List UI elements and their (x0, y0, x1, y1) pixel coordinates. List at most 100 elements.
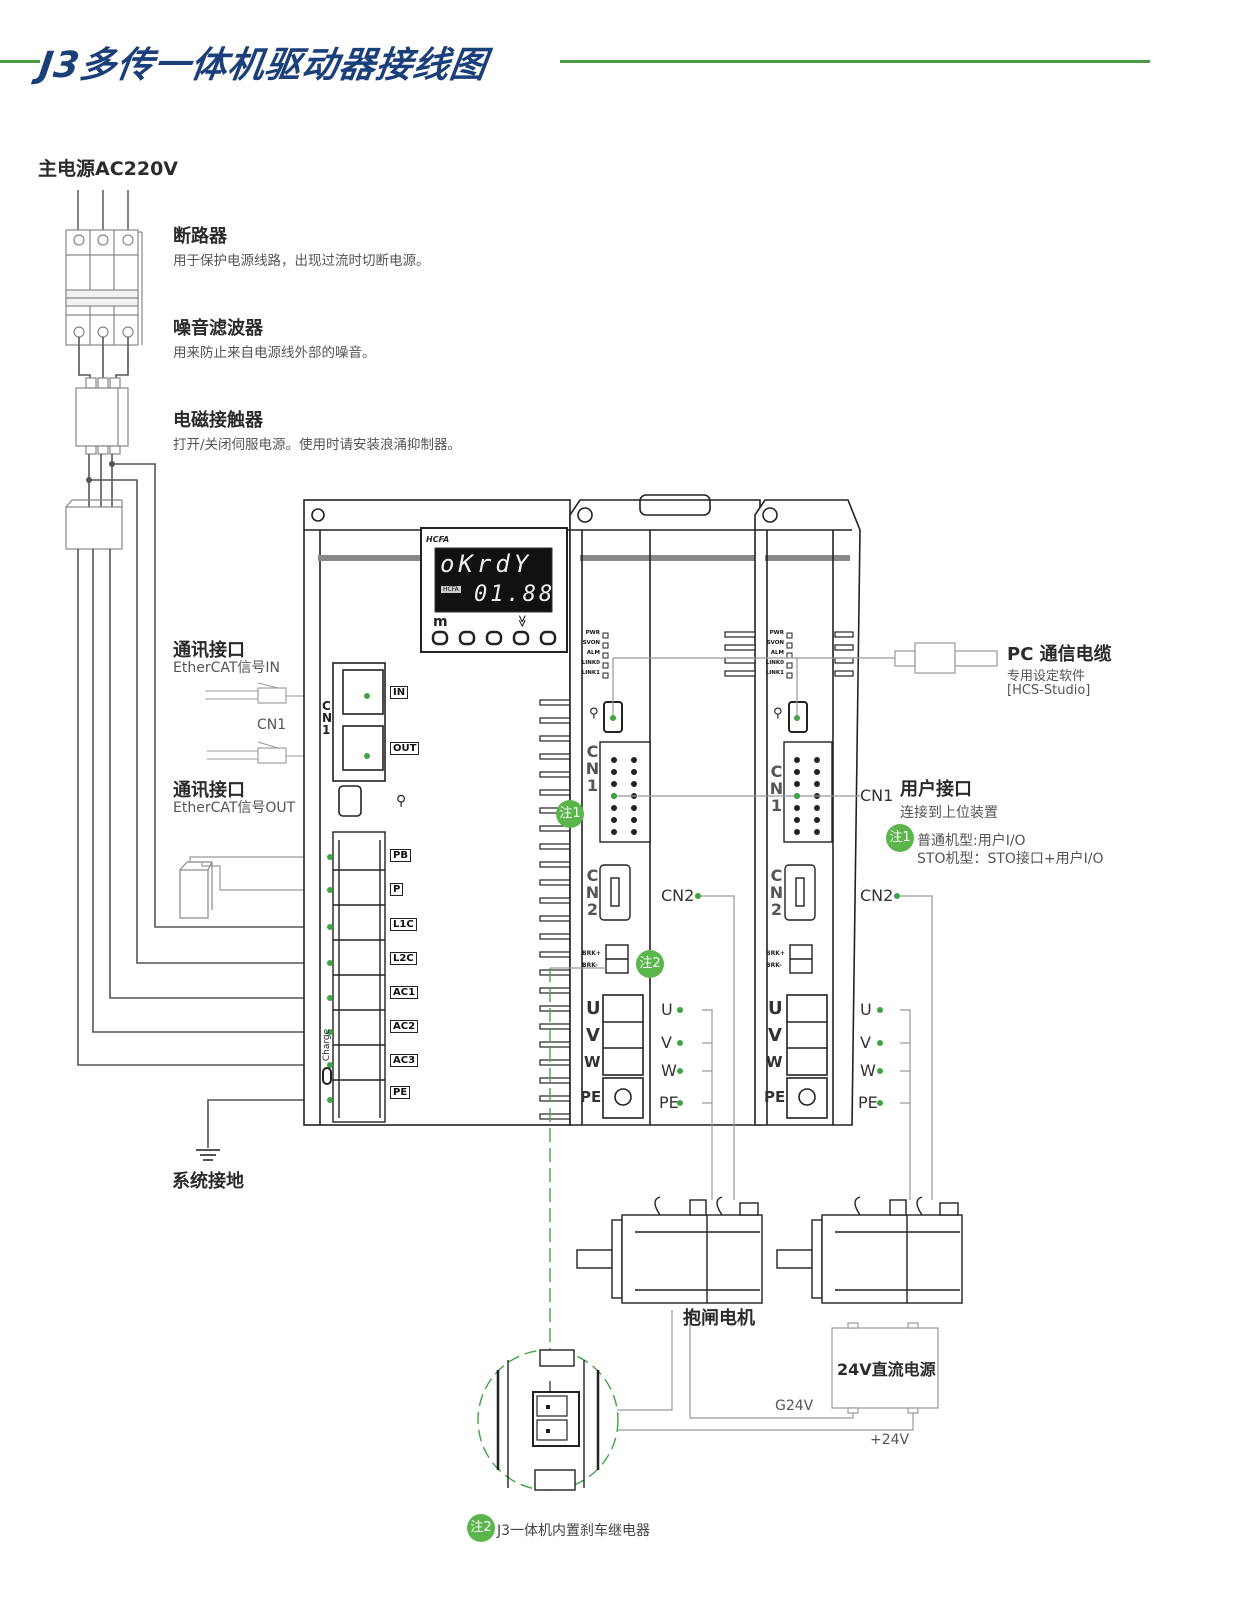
axis1-cn2-label: CN2 (583, 866, 602, 917)
cn1-io-connectors (599, 741, 833, 843)
axis2-cn1-label: CN1 (767, 762, 786, 813)
main-usb-icon: ⚲ (396, 793, 407, 809)
axis2-u-callout: U (860, 1000, 872, 1019)
axis1-cn1-text: CN1 (583, 742, 602, 793)
key-2-button[interactable] (460, 632, 474, 644)
footnote-text: J3一体机内置刹车继电器 (497, 1523, 651, 1539)
axis1-usb-icon: ⚲ (589, 706, 599, 721)
brand-logo: HCFA (426, 535, 450, 544)
axis2-w-callout: W (860, 1061, 876, 1080)
terminal-l2c: L2C (390, 952, 417, 965)
axis1-pe-callout: PE (659, 1093, 679, 1112)
noise-filter-title: 噪音滤波器 (173, 318, 263, 339)
led-alm-2: ALM (770, 650, 784, 656)
axis2-pe-term: PE (764, 1088, 786, 1106)
port-out-label: OUT (390, 742, 420, 755)
axis2-w-term: W (766, 1053, 783, 1071)
cn1-side-label: CN1 (322, 699, 333, 737)
key-down-button[interactable] (514, 632, 528, 644)
cn1-in-point (364, 693, 370, 699)
terminal-pb: PB (390, 849, 411, 862)
note2-badge-driver: 注2 (636, 950, 664, 978)
regen-resistor (179, 861, 213, 919)
axis2-cn2-text: CN2 (767, 866, 786, 917)
comm-cn1-label: CN1 (257, 717, 287, 733)
axis2-brk-minus: BRK- (766, 962, 782, 969)
note1-badge-driver: 注1 (556, 800, 584, 828)
cn1-out-point (364, 753, 370, 759)
axis1-v-term: V (586, 1025, 600, 1046)
terminal-ac3: AC3 (390, 1054, 419, 1067)
axis2-led-labels: PWR SVON ALM LINK0 LINK1 (756, 630, 784, 677)
axis1-u-callout: U (661, 1000, 673, 1019)
axis1-u-term: U (586, 998, 601, 1019)
axis2-cn2-callout: CN2 (860, 886, 894, 905)
user-io-note-line1: 普通机型:用户I/O (917, 833, 1026, 849)
uvw-blocks (602, 994, 828, 1119)
ground-symbol (196, 1149, 220, 1161)
footnote-badge: 注2 (467, 1514, 495, 1542)
p24v-label: +24V (870, 1432, 910, 1448)
brake-motor-label: 抱闸电机 (683, 1308, 755, 1329)
g24v-label: G24V (775, 1398, 814, 1414)
down-key-icon: ≫ (515, 614, 530, 628)
dc-supply-box (831, 1322, 939, 1414)
comm-out-title: 通讯接口 (173, 780, 245, 801)
dc-supply-label: 24V直流电源 (837, 1360, 936, 1379)
axis2-usb-icon: ⚲ (773, 706, 783, 721)
terminal-ac1: AC1 (390, 986, 419, 999)
axis2-cn1-text: CN1 (767, 762, 786, 813)
pc-cable-title: PC 通信电缆 (1007, 644, 1112, 665)
servo-motor-1 (576, 1196, 763, 1304)
breaker-title: 断路器 (173, 226, 227, 247)
terminal-points (327, 854, 333, 1103)
axis2-v-callout: V (860, 1033, 871, 1052)
user-io-title: 用户接口 (900, 779, 972, 800)
axis2-pe-callout: PE (858, 1093, 878, 1112)
pc-cable (612, 642, 998, 718)
user-io-desc: 连接到上位装置 (900, 805, 998, 821)
axis2-v-term: V (768, 1025, 782, 1046)
cn1-ethercat-block (332, 662, 386, 817)
terminal-l1c: L1C (390, 918, 417, 931)
breaker-desc: 用于保护电源线路，出现过流时切断电源。 (173, 253, 430, 269)
servo-motor-2 (776, 1196, 963, 1304)
brake-relay-zoom-circle (477, 1349, 619, 1491)
led-link1-2: LINK1 (765, 670, 784, 676)
led-svon-2: SVON (766, 640, 784, 646)
led-columns (602, 632, 793, 679)
terminal-p: P (390, 883, 404, 896)
axis1-w-term: W (584, 1053, 601, 1071)
axis2-u-term: U (768, 998, 783, 1019)
charge-led (322, 1067, 332, 1085)
axis1-brk-minus: BRK- (582, 962, 598, 969)
main-power-label: 主电源AC220V (38, 158, 179, 180)
terminal-strip (332, 831, 386, 1123)
contactor-device (65, 499, 123, 550)
led-alm: ALM (586, 650, 600, 656)
led-link0: LINK0 (581, 660, 600, 666)
led-pwr: PWR (585, 630, 600, 636)
led-link0-2: LINK0 (765, 660, 784, 666)
led-link1: LINK1 (581, 670, 600, 676)
key-set-button[interactable] (541, 632, 555, 644)
axis1-cn2-text: CN2 (583, 866, 602, 917)
led-svon: SVON (582, 640, 600, 646)
comm-out-desc: EtherCAT信号OUT (173, 800, 296, 816)
pc-cable-desc1: 专用设定软件 (1007, 669, 1086, 684)
port-in-label: IN (390, 686, 409, 699)
brake-connectors (605, 944, 813, 974)
user-io-cn1-label: CN1 (860, 786, 894, 805)
axis1-brk-plus: BRK+ (582, 950, 601, 957)
key-3-button[interactable] (487, 632, 501, 644)
axis1-cn2-callout: CN2 (661, 886, 695, 905)
led-pwr-2: PWR (769, 630, 784, 636)
display-bottom-readout: 01.88 (474, 582, 556, 607)
title-rule-left (0, 60, 40, 63)
comm-in-title: 通讯接口 (173, 640, 245, 661)
key-mode-button[interactable] (433, 632, 447, 644)
axis2-motor-wires (897, 895, 933, 1200)
terminal-ac2: AC2 (390, 1020, 419, 1033)
display-top-readout: oKrdY (440, 550, 533, 578)
